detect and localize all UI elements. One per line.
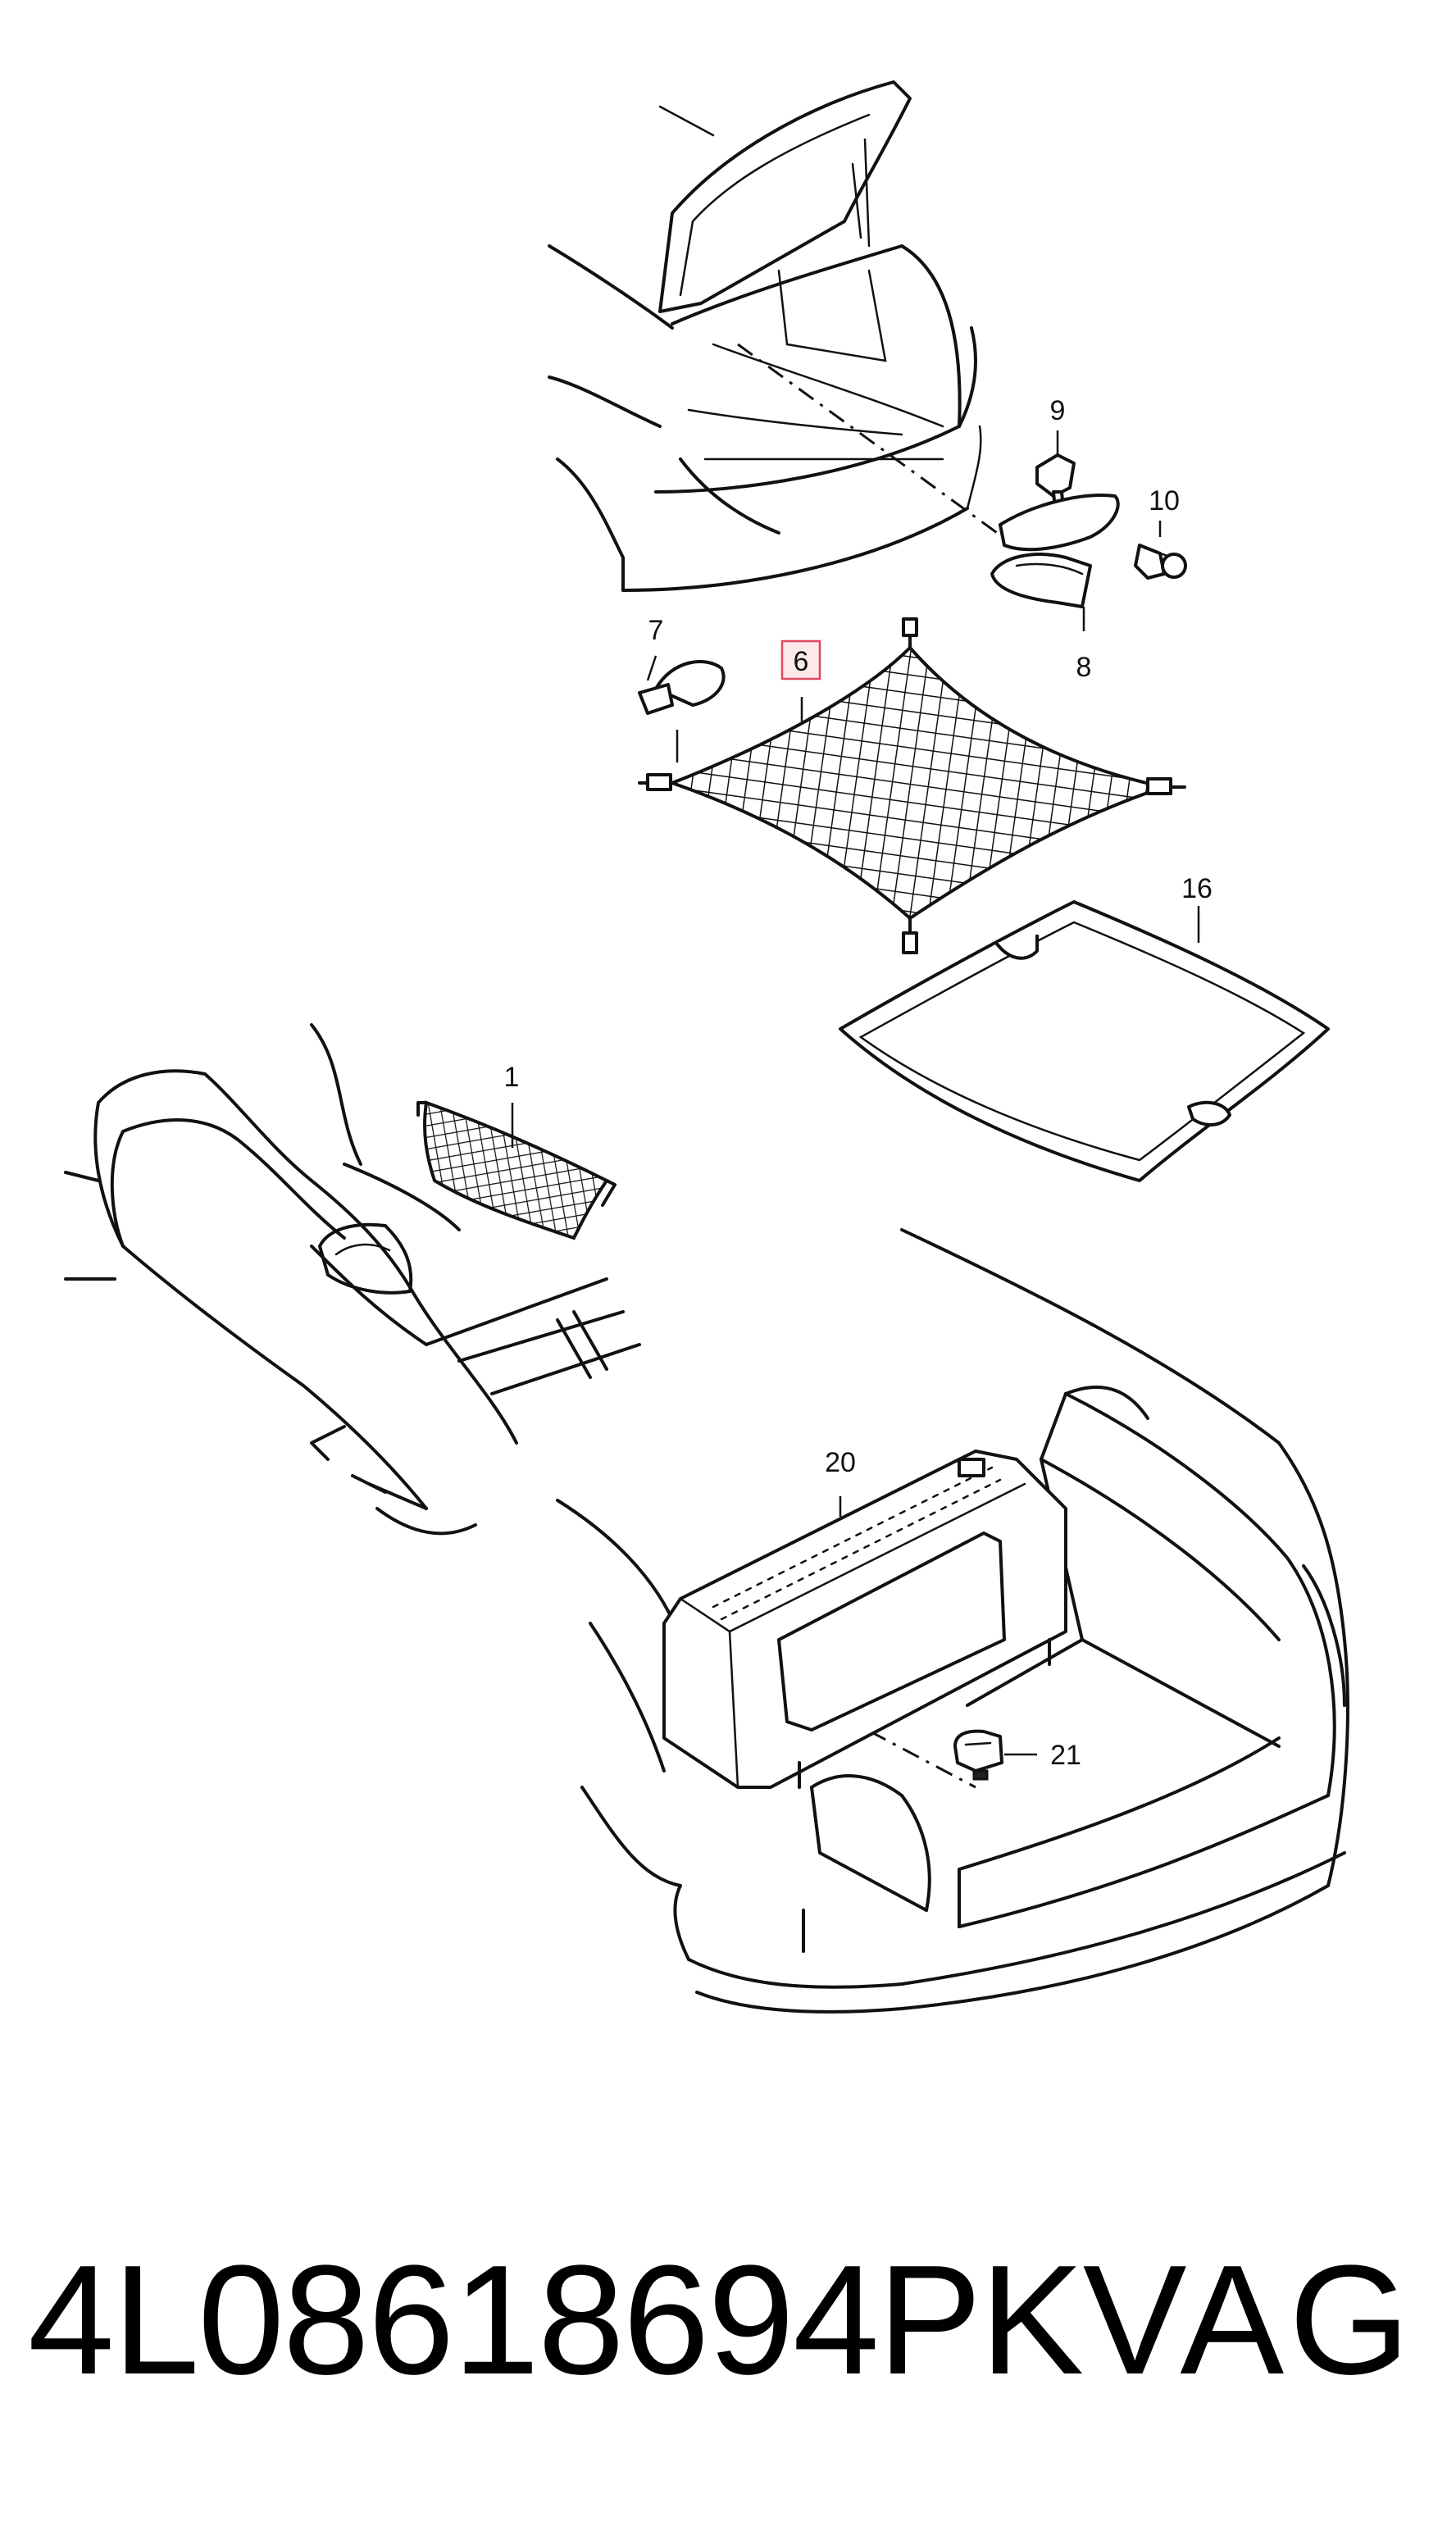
part-7-fixing — [638, 660, 726, 715]
callout-8[interactable]: 8 — [1076, 652, 1092, 683]
part-21-clip — [953, 1729, 1003, 1781]
parts-diagram: 1 6 7 8 9 10 16 20 21 — [64, 80, 1349, 2014]
callout-10[interactable]: 10 — [1149, 485, 1180, 517]
part-6-cargo-net — [638, 617, 1186, 954]
callout-16-label: 16 — [1181, 873, 1213, 904]
callout-21[interactable]: 21 — [1050, 1740, 1081, 1771]
callout-7-label: 7 — [648, 615, 664, 646]
callout-16[interactable]: 16 — [1181, 873, 1213, 904]
rear-car-top-illustration — [548, 80, 1009, 592]
callout-21-label: 21 — [1050, 1740, 1081, 1771]
parts-diagram-svg: 1 6 7 8 9 10 16 20 21 — [64, 80, 1349, 2014]
callout-20[interactable]: 20 — [825, 1447, 856, 1478]
rear-car-bottom-illustration — [556, 1228, 1349, 2014]
callout-9[interactable]: 9 — [1050, 395, 1066, 426]
callout-1-label: 1 — [504, 1062, 520, 1093]
callout-9-label: 9 — [1050, 395, 1066, 426]
callout-6-highlight — [780, 639, 821, 680]
callout-6[interactable]: 6 — [780, 639, 821, 680]
callout-1[interactable]: 1 — [504, 1062, 520, 1093]
footer: 4L08618694PK VAG — [0, 2205, 1456, 2451]
part-1-side-net — [416, 1100, 617, 1240]
callout-10-label: 10 — [1149, 485, 1180, 517]
part-8-hook — [990, 494, 1120, 608]
interior-floor-illustration — [64, 1023, 641, 1536]
part-10-screw — [1134, 544, 1187, 580]
callout-6-label: 6 — [794, 646, 809, 677]
leader-lines — [511, 430, 1200, 1756]
brand-name: VAG — [1082, 2233, 1415, 2407]
part-20-storage-box — [662, 1449, 1067, 1789]
callout-7[interactable]: 7 — [648, 615, 664, 646]
callout-20-label: 20 — [825, 1447, 856, 1478]
callout-8-label: 8 — [1076, 652, 1092, 683]
part-number: 4L08618694PK — [28, 2233, 1084, 2407]
part-16-floor-cover — [839, 900, 1330, 1182]
